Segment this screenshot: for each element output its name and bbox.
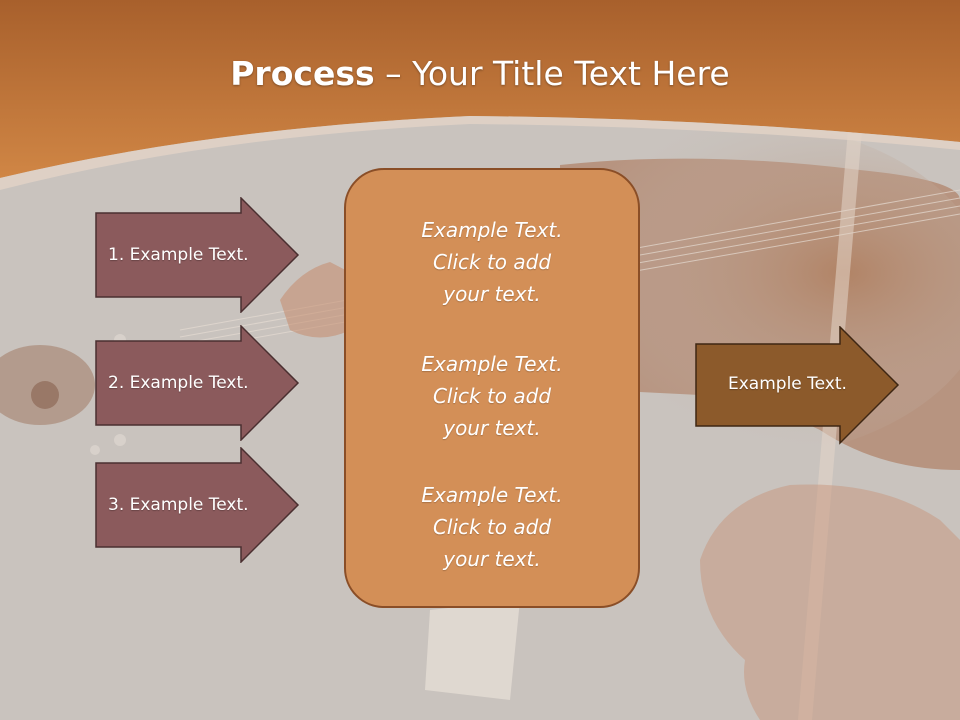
slide-title[interactable]: Process – Your Title Text Here bbox=[0, 52, 960, 96]
left-arrow-label: 1. Example Text. bbox=[108, 245, 249, 265]
center-text-box[interactable]: Example Text. Click to add your text. Ex… bbox=[344, 168, 640, 608]
center-block-line: your text. bbox=[443, 416, 541, 440]
arrow-shape bbox=[95, 197, 300, 313]
left-arrow-3[interactable]: 3. Example Text. bbox=[95, 447, 300, 563]
title-rest-part: – Your Title Text Here bbox=[374, 54, 730, 93]
arrow-shape bbox=[95, 325, 300, 441]
left-arrow-label: 2. Example Text. bbox=[108, 373, 249, 393]
arrow-shape bbox=[695, 326, 900, 445]
center-block-line: Example Text. bbox=[421, 483, 563, 507]
right-arrow[interactable]: Example Text. bbox=[695, 326, 900, 446]
center-block-1: Example Text. Click to add your text. bbox=[346, 214, 638, 310]
left-arrow-2[interactable]: 2. Example Text. bbox=[95, 325, 300, 441]
center-block-line: Click to add bbox=[432, 250, 552, 274]
left-arrow-1[interactable]: 1. Example Text. bbox=[95, 197, 300, 313]
title-bold-part: Process bbox=[230, 54, 375, 93]
center-block-line: your text. bbox=[443, 282, 541, 306]
center-block-line: Example Text. bbox=[421, 352, 563, 376]
center-block-line: Example Text. bbox=[421, 218, 563, 242]
left-arrow-label: 3. Example Text. bbox=[108, 495, 249, 515]
center-block-2: Example Text. Click to add your text. bbox=[346, 348, 638, 444]
center-block-3: Example Text. Click to add your text. bbox=[346, 479, 638, 575]
center-block-line: Click to add bbox=[432, 384, 552, 408]
right-arrow-label: Example Text. bbox=[728, 374, 847, 394]
center-block-line: Click to add bbox=[432, 515, 552, 539]
center-block-line: your text. bbox=[443, 547, 541, 571]
arrow-shape bbox=[95, 447, 300, 563]
